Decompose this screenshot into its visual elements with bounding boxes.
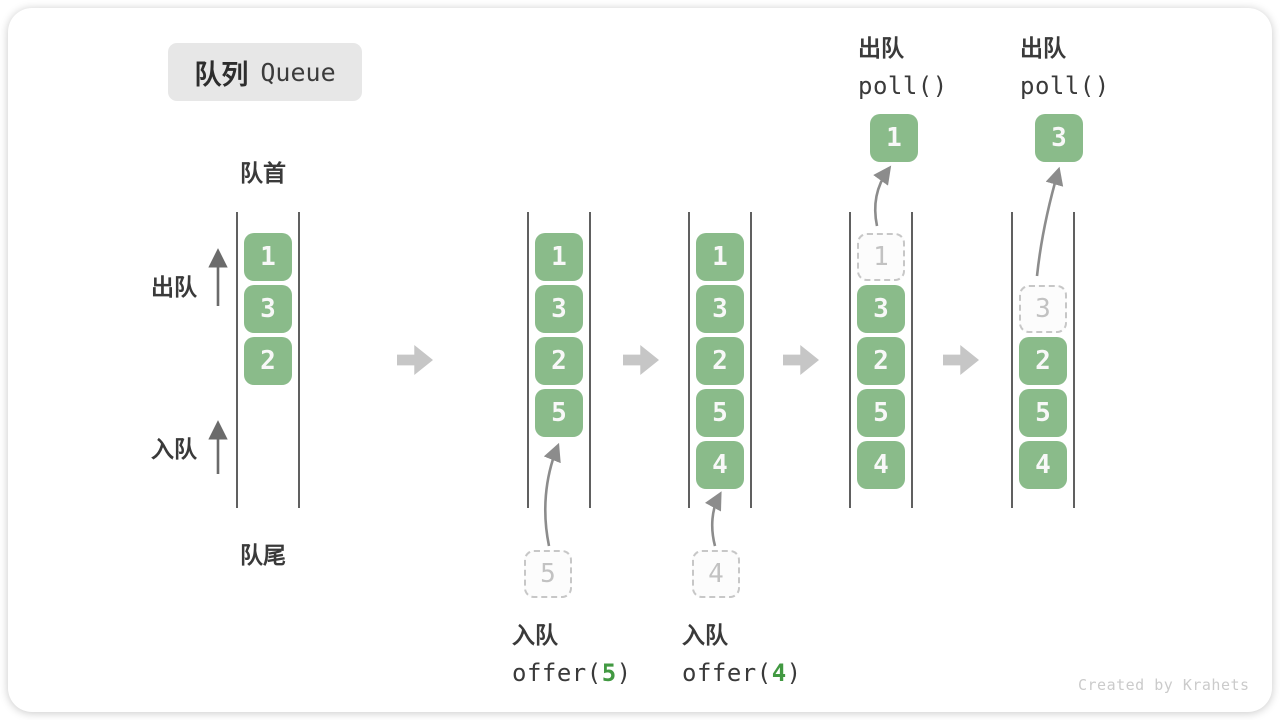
channel-wall (1073, 212, 1075, 508)
queue-cell: 3 (535, 285, 583, 333)
polled-value-cell: 1 (870, 114, 918, 162)
op-dequeue-zh: 出队 (1020, 35, 1066, 61)
code-fn: offer( (512, 659, 602, 687)
op-enqueue-code: offer(4) (682, 659, 802, 687)
queue-cell: 2 (857, 337, 905, 385)
label-dequeue-direction: 出队 (151, 274, 197, 300)
queue-cell: 4 (1019, 441, 1067, 489)
channel-wall (298, 212, 300, 508)
code-arg: 5 (601, 659, 617, 687)
queue-cell: 3 (696, 285, 744, 333)
op-enqueue-zh: 入队 (682, 622, 728, 648)
watermark: Created by Krahets (1078, 676, 1250, 694)
title-en: Queue (260, 57, 336, 87)
removed-value-ghost-cell: 1 (857, 233, 905, 281)
title-badge: 队列 Queue (168, 43, 362, 101)
channel-wall (1011, 212, 1013, 508)
dequeue-operation-label: 出队 poll() (858, 29, 948, 100)
queue-cell: 5 (1019, 389, 1067, 437)
queue-cell: 2 (244, 337, 292, 385)
queue-cell: 3 (857, 285, 905, 333)
queue-cell: 2 (535, 337, 583, 385)
queue-cell: 2 (1019, 337, 1067, 385)
queue-cell: 1 (696, 233, 744, 281)
channel-wall (911, 212, 913, 508)
code-close: ) (616, 659, 632, 687)
label-queue-rear: 队尾 (240, 542, 286, 568)
label-enqueue-direction: 入队 (151, 436, 197, 462)
op-enqueue-zh: 入队 (512, 622, 558, 648)
queue-cell: 4 (696, 441, 744, 489)
title-zh: 队列 (194, 59, 249, 90)
op-dequeue-code: poll() (1020, 72, 1110, 100)
channel-wall (750, 212, 752, 508)
queue-cell: 5 (857, 389, 905, 437)
channel-wall (589, 212, 591, 508)
queue-cell: 5 (696, 389, 744, 437)
queue-cell: 3 (244, 285, 292, 333)
queue-cell: 2 (696, 337, 744, 385)
channel-wall (849, 212, 851, 508)
queue-cell: 1 (244, 233, 292, 281)
incoming-value-ghost-cell: 5 (524, 550, 572, 598)
queue-cell: 4 (857, 441, 905, 489)
label-queue-front: 队首 (240, 160, 286, 186)
queue-cell: 1 (535, 233, 583, 281)
queue-cell: 5 (535, 389, 583, 437)
enqueue-operation-label: 入队 offer(4) (682, 616, 802, 687)
incoming-value-ghost-cell: 4 (692, 550, 740, 598)
op-enqueue-code: offer(5) (512, 659, 632, 687)
code-close: ) (786, 659, 802, 687)
enqueue-operation-label: 入队 offer(5) (512, 616, 632, 687)
code-arg: 4 (771, 659, 787, 687)
op-dequeue-code: poll() (858, 72, 948, 100)
removed-value-ghost-cell: 3 (1019, 285, 1067, 333)
channel-wall (527, 212, 529, 508)
op-dequeue-zh: 出队 (858, 35, 904, 61)
code-fn: offer( (682, 659, 772, 687)
polled-value-cell: 3 (1035, 114, 1083, 162)
channel-wall (688, 212, 690, 508)
channel-wall (236, 212, 238, 508)
dequeue-operation-label: 出队 poll() (1020, 29, 1110, 100)
